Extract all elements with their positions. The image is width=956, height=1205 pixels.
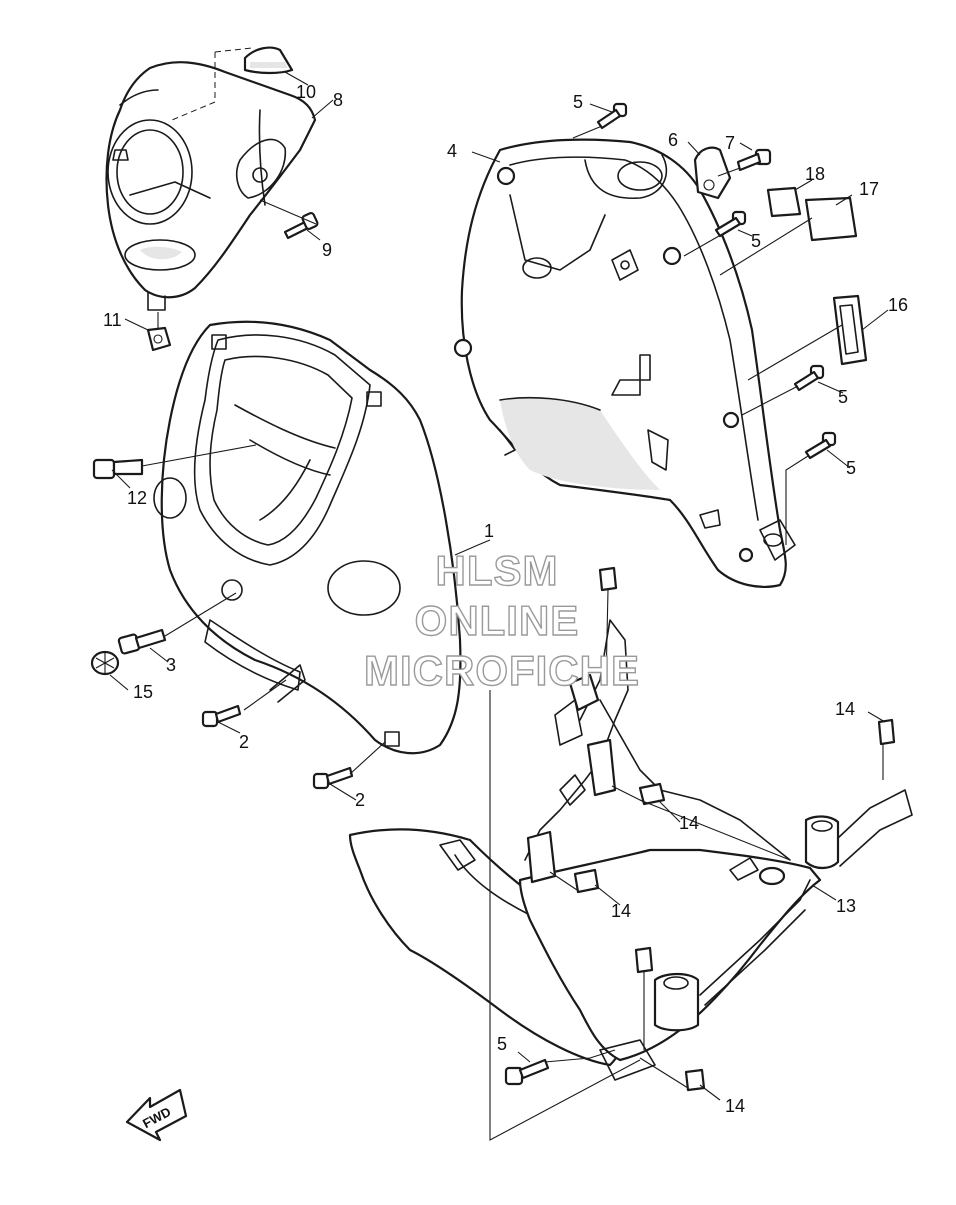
part-8-headlight-cover [105, 61, 317, 311]
callout-11: 11 [103, 310, 122, 330]
part-10-lens-cap [171, 46, 294, 121]
callout-9: 9 [322, 240, 332, 260]
part-9-screw [283, 212, 319, 240]
part-14-clip-c [573, 868, 600, 894]
part-12-bolt [92, 458, 144, 480]
callout-2-lower: 2 [355, 790, 365, 810]
part-5-screw-e [504, 1058, 550, 1086]
part-11-nut [146, 326, 172, 352]
callout-4: 4 [447, 141, 457, 161]
part-14-clip-a [598, 566, 618, 592]
fwd-arrow: FWD [125, 1088, 188, 1142]
part-5-screw-a [596, 102, 628, 130]
part-14-clip-e [877, 718, 896, 746]
leader-lines [109, 71, 889, 1141]
callout-6: 6 [668, 130, 678, 150]
callout-5-d: 5 [846, 458, 856, 478]
callout-14-d: 14 [725, 1096, 745, 1116]
watermark-line-3: MICROFICHE [364, 647, 640, 694]
part-1-front-panel [153, 320, 462, 755]
part-17-label [804, 196, 858, 242]
part-18-label [766, 186, 802, 218]
part-14-clip-d [634, 946, 654, 974]
callout-5-b: 5 [751, 231, 761, 251]
part-4-inner-panel [453, 138, 796, 588]
callout-8: 8 [333, 90, 343, 110]
callout-1: 1 [484, 521, 494, 541]
part-3-bolt [117, 628, 167, 655]
part-2-screw-upper [201, 704, 242, 728]
watermark-line-2: ONLINE [415, 597, 580, 644]
callout-13: 13 [836, 896, 856, 916]
callout-5-c: 5 [838, 387, 848, 407]
part-16-gasket [832, 294, 868, 366]
part-14-clip-b [638, 782, 666, 806]
callout-17: 17 [859, 179, 879, 199]
callout-7: 7 [725, 133, 735, 153]
callout-3: 3 [166, 655, 176, 675]
callout-14-a: 14 [679, 813, 699, 833]
callout-14-c: 14 [835, 699, 855, 719]
part-5-screw-d [804, 431, 837, 460]
watermark-line-1: HLSM [436, 547, 559, 594]
part-15-grommet [90, 650, 120, 676]
part-2-screw-lower [312, 766, 354, 790]
part-13-footboard [348, 619, 913, 1081]
part-5-screw-c [793, 364, 825, 392]
watermark: HLSM ONLINE MICROFICHE [363, 546, 640, 694]
part-7-bolt [736, 148, 772, 172]
callout-12: 12 [127, 488, 147, 508]
callout-16: 16 [888, 295, 908, 315]
callout-14-b: 14 [611, 901, 631, 921]
callout-2-upper: 2 [239, 732, 249, 752]
callout-18: 18 [805, 164, 825, 184]
callout-15: 15 [133, 682, 153, 702]
callout-labels: 1 2 2 3 4 5 5 5 5 5 6 7 8 9 10 11 12 13 … [103, 82, 908, 1116]
callout-10: 10 [296, 82, 316, 102]
callout-5-e: 5 [497, 1034, 507, 1054]
part-5-screw-b [714, 210, 747, 238]
callout-5-a: 5 [573, 92, 583, 112]
part-6-bracket [693, 146, 732, 200]
part-14-clip-f [684, 1068, 706, 1092]
